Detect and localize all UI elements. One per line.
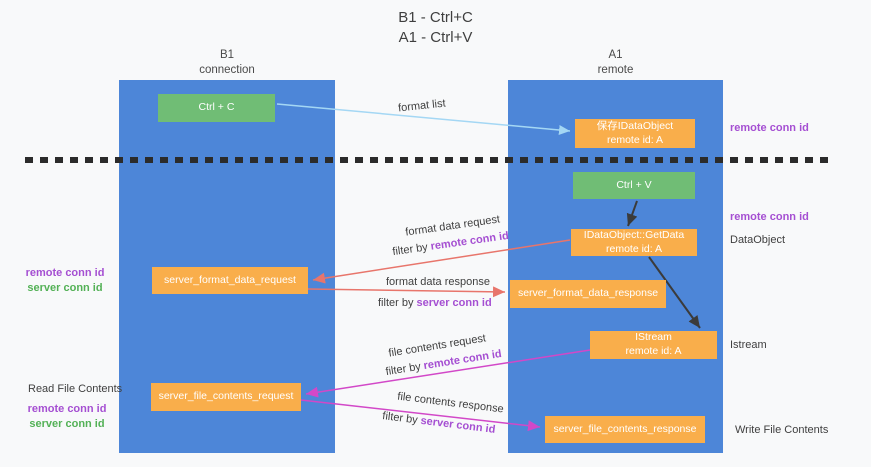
annotation-server-conn-id-left-2: server conn id [29, 418, 105, 431]
dashed-divider [25, 157, 833, 163]
node-istream-line2: remote id: A [625, 345, 682, 357]
arrow-file-contents-request [305, 349, 591, 398]
node-server-format-data-request-label: server_format_data_request [164, 273, 296, 286]
node-getdata-line2: remote id: A [605, 242, 663, 255]
node-server-format-data-request: server_format_data_request [152, 267, 308, 294]
node-getdata-line1: IDataObject::GetData [583, 228, 685, 241]
node-getdata: IDataObject::GetData remote id: A [571, 229, 697, 256]
filter-by-text-2: filter by [378, 297, 414, 309]
annotation-write-file-contents: Write File Contents [735, 424, 829, 436]
annotation-remote-conn-id-mid: remote conn id [730, 211, 809, 223]
diagram-title: B1 - Ctrl+C A1 - Ctrl+V [0, 8, 871, 49]
node-save-dataobject-line1: 保存IDataObject [596, 119, 674, 132]
lifeline-a1-subtitle: remote [597, 63, 634, 76]
node-server-format-data-response-label: server_format_data_response [517, 287, 659, 300]
lifeline-b1-subtitle: connection [199, 63, 255, 76]
node-server-file-contents-request: server_file_contents_request [151, 383, 301, 411]
annotation-istream: Istream [730, 339, 767, 351]
node-save-dataobject: 保存IDataObject remote id: A [575, 119, 695, 148]
node-istream-line1: IStream [635, 331, 672, 344]
edge-label-format-data-response: format data response [386, 276, 490, 288]
node-ctrl-v: Ctrl + V [573, 172, 695, 199]
node-ctrl-v-label: Ctrl + V [616, 178, 652, 191]
node-istream: IStream remote id: A [590, 331, 717, 359]
arrow-format-list [276, 103, 571, 135]
node-ctrl-c-label: Ctrl + C [198, 101, 235, 114]
annotation-conn-ids-left-2: remote conn id server conn id [22, 402, 112, 433]
annotation-remote-conn-id-top: remote conn id [730, 122, 809, 134]
annotation-remote-conn-id-left-1: remote conn id [25, 267, 105, 279]
arrow-getdata-to-istream [648, 256, 701, 329]
arrow-format-data-response [307, 286, 506, 298]
arrow-file-contents-response [300, 399, 541, 432]
arrow-format-data-request [312, 239, 571, 284]
node-server-file-contents-request-label: server_file_contents_request [158, 390, 294, 403]
node-save-dataobject-line2: remote id: A [606, 133, 664, 146]
lifeline-b1-title: B1 [219, 49, 235, 61]
title-line-2: A1 - Ctrl+V [398, 29, 473, 47]
filter-key-server-conn-id-1: server conn id [416, 297, 492, 309]
node-server-file-contents-response-label: server_file_contents_response [553, 422, 697, 435]
title-line-1: B1 - Ctrl+C [398, 9, 473, 26]
arrow-ctrlv-to-getdata [626, 200, 638, 227]
node-ctrl-c: Ctrl + C [158, 94, 275, 122]
lifeline-a1-title: A1 [608, 49, 623, 61]
lifeline-header-a1: A1 remote [508, 48, 723, 78]
annotation-server-conn-id-left-1: server conn id [27, 282, 103, 295]
annotation-conn-ids-left-1: remote conn id server conn id [20, 266, 110, 297]
node-server-file-contents-response: server_file_contents_response [545, 416, 705, 443]
annotation-dataobject: DataObject [730, 234, 786, 246]
annotation-remote-conn-id-left-2: remote conn id [27, 403, 107, 415]
annotation-read-file-contents: Read File Contents [28, 383, 123, 395]
lifeline-header-b1: B1 connection [119, 48, 335, 78]
node-server-format-data-response: server_format_data_response [510, 280, 666, 308]
